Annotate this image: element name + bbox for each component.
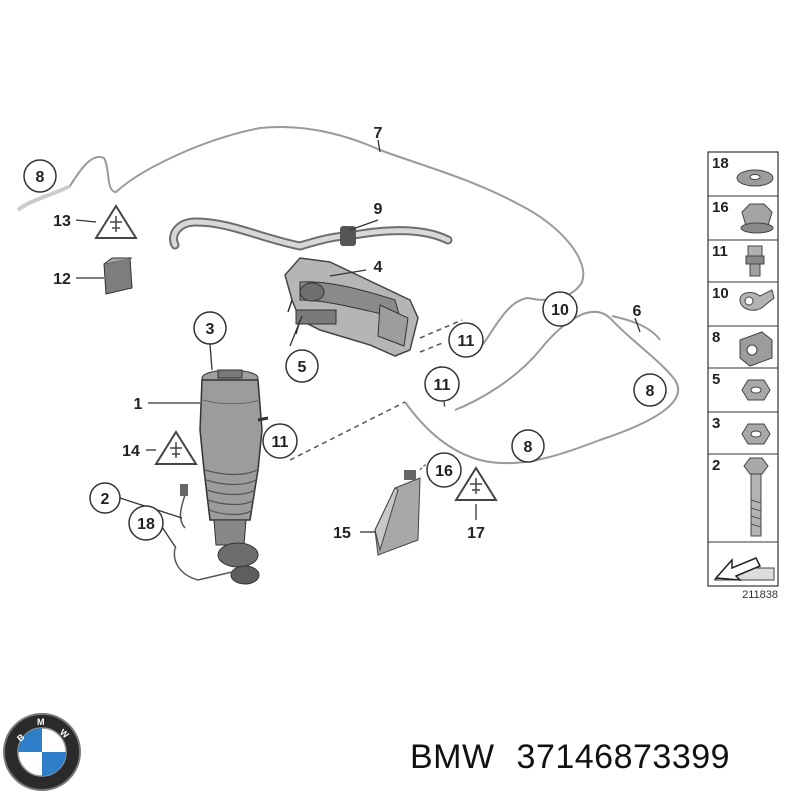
callout-8-left: 8 bbox=[23, 159, 57, 193]
svg-text:8: 8 bbox=[524, 439, 533, 456]
svg-text:5: 5 bbox=[712, 371, 720, 388]
esd-warning-icon-14 bbox=[154, 430, 198, 465]
svg-text:16: 16 bbox=[435, 463, 453, 480]
brand-part-number: BMW 37146873399 bbox=[410, 738, 790, 777]
esd-warning-icon-17 bbox=[454, 466, 498, 501]
svg-text:8: 8 bbox=[36, 169, 45, 186]
arrow-symbol-icon bbox=[713, 557, 775, 581]
callout-1: 1 bbox=[134, 396, 143, 413]
air-lines bbox=[16, 125, 680, 465]
parts-legend: 18 16 11 10 8 5 bbox=[707, 151, 779, 587]
svg-text:11: 11 bbox=[458, 333, 475, 350]
drawing-id: 211838 bbox=[742, 589, 778, 601]
callout-5: 5 bbox=[285, 349, 319, 383]
svg-text:7: 7 bbox=[374, 125, 383, 142]
callout-18: 18 bbox=[128, 505, 164, 541]
svg-text:3: 3 bbox=[712, 415, 720, 432]
svg-text:12: 12 bbox=[53, 271, 71, 288]
air-line-7 bbox=[17, 125, 585, 301]
callout-13: 13 bbox=[53, 213, 71, 230]
svg-text:6: 6 bbox=[633, 303, 642, 320]
callout-12: 12 bbox=[53, 271, 71, 288]
svg-text:2: 2 bbox=[101, 491, 110, 508]
callout-8-right: 8 bbox=[633, 373, 667, 407]
callout-11-shock: 11 bbox=[262, 423, 298, 459]
svg-text:11: 11 bbox=[712, 243, 728, 260]
callout-17: 17 bbox=[467, 525, 485, 542]
control-unit-15 bbox=[374, 463, 435, 556]
svg-text:16: 16 bbox=[712, 199, 729, 216]
svg-text:5: 5 bbox=[298, 359, 307, 376]
part-number: 37146873399 bbox=[516, 738, 731, 776]
callout-9: 9 bbox=[374, 201, 383, 218]
svg-text:13: 13 bbox=[53, 213, 71, 230]
svg-text:3: 3 bbox=[206, 321, 215, 338]
leader-lines bbox=[75, 139, 641, 549]
legend-item-2: 2 bbox=[712, 457, 769, 537]
svg-text:M: M bbox=[37, 717, 45, 727]
callout-16: 16 bbox=[426, 452, 462, 488]
callout-11-upper: 11 bbox=[448, 322, 484, 358]
callout-7: 7 bbox=[374, 125, 383, 142]
vent-hose-9 bbox=[169, 217, 453, 251]
svg-text:9: 9 bbox=[374, 201, 383, 218]
callout-14: 14 bbox=[122, 443, 140, 460]
svg-text:18: 18 bbox=[137, 516, 155, 533]
callout-15: 15 bbox=[333, 525, 351, 542]
svg-text:1: 1 bbox=[134, 396, 143, 413]
svg-text:B: B bbox=[15, 731, 27, 743]
legend-item-18: 18 bbox=[712, 155, 774, 187]
sensor-block-12 bbox=[103, 257, 133, 295]
svg-text:11: 11 bbox=[272, 434, 289, 451]
legend-item-5: 5 bbox=[712, 371, 771, 401]
legend-item-11: 11 bbox=[712, 243, 765, 277]
svg-text:17: 17 bbox=[467, 525, 485, 542]
compressor-unit-4 bbox=[284, 257, 419, 357]
air-spring-strut-1 bbox=[173, 369, 269, 585]
bmw-roundel-icon: B M W bbox=[3, 713, 81, 791]
svg-text:8: 8 bbox=[646, 383, 655, 400]
svg-text:14: 14 bbox=[122, 443, 140, 460]
callout-10: 10 bbox=[542, 291, 578, 327]
legend-item-10: 10 bbox=[712, 285, 775, 311]
svg-text:10: 10 bbox=[712, 285, 729, 302]
svg-text:8: 8 bbox=[712, 329, 720, 346]
connector-11-shock bbox=[289, 401, 406, 461]
callout-3: 3 bbox=[193, 311, 227, 345]
legend-item-8: 8 bbox=[712, 329, 773, 367]
svg-text:2: 2 bbox=[712, 457, 720, 474]
svg-text:11: 11 bbox=[434, 377, 451, 394]
callout-6: 6 bbox=[633, 303, 642, 320]
callout-8-lower: 8 bbox=[511, 429, 545, 463]
callout-2: 2 bbox=[89, 482, 121, 514]
air-line-6 bbox=[404, 311, 680, 465]
legend-item-16: 16 bbox=[712, 199, 774, 234]
callout-4: 4 bbox=[374, 259, 383, 276]
legend-item-3: 3 bbox=[712, 415, 771, 445]
svg-text:4: 4 bbox=[374, 259, 383, 276]
callout-11-middle: 11 bbox=[424, 366, 460, 402]
svg-text:10: 10 bbox=[551, 302, 569, 319]
svg-text:15: 15 bbox=[333, 525, 351, 542]
brand-name: BMW bbox=[410, 738, 495, 776]
esd-warning-icon-13 bbox=[94, 204, 138, 239]
svg-text:18: 18 bbox=[712, 155, 729, 172]
